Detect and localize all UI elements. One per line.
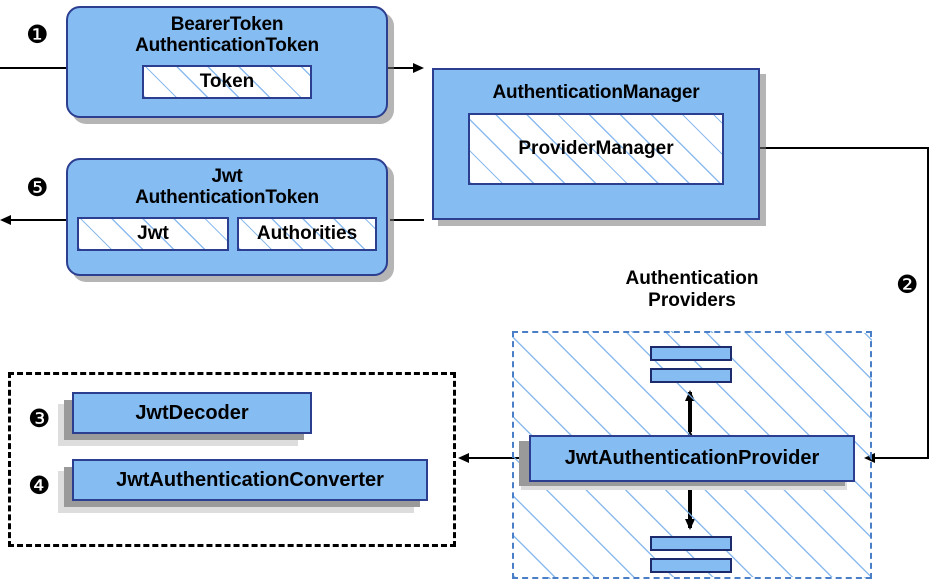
jwt-token-title: Jwt AuthenticationToken	[135, 166, 319, 209]
step-badge-1: ❶	[26, 20, 49, 49]
support-components-group	[8, 372, 456, 547]
node-authentication-manager[interactable]: AuthenticationManager ProviderManager	[432, 68, 760, 220]
field-token[interactable]: Token	[142, 64, 312, 99]
authentication-manager-title: AuthenticationManager	[492, 82, 700, 103]
step-badge-3: ❸	[28, 404, 51, 433]
authentication-providers-caption: Authentication Providers	[625, 268, 759, 311]
node-bearer-token-authentication-token[interactable]: BearerToken AuthenticationToken Token	[66, 6, 388, 118]
connector-step2	[760, 147, 929, 463]
field-provider-manager[interactable]: ProviderManager	[468, 113, 724, 186]
step-badge-4: ❹	[28, 471, 51, 500]
provider-placeholder-bottom-2	[650, 558, 732, 573]
jwt-token-fields: Jwt Authorities	[77, 216, 377, 251]
field-authorities[interactable]: Authorities	[237, 216, 377, 251]
node-jwt-authentication-converter[interactable]: JwtAuthenticationConverter	[72, 459, 428, 501]
node-jwt-authentication-provider[interactable]: JwtAuthenticationProvider	[529, 435, 855, 482]
step-badge-5: ❺	[26, 173, 49, 202]
provider-placeholder-top-1	[650, 346, 732, 361]
step-badge-2: ❷	[896, 270, 919, 299]
node-jwt-authentication-token[interactable]: Jwt AuthenticationToken Jwt Authorities	[66, 158, 388, 276]
provider-placeholder-bottom-1	[650, 536, 732, 551]
node-jwt-decoder[interactable]: JwtDecoder	[72, 392, 312, 434]
field-jwt[interactable]: Jwt	[77, 216, 229, 251]
provider-placeholder-top-2	[650, 368, 732, 383]
bearer-token-title: BearerToken AuthenticationToken	[135, 14, 319, 57]
